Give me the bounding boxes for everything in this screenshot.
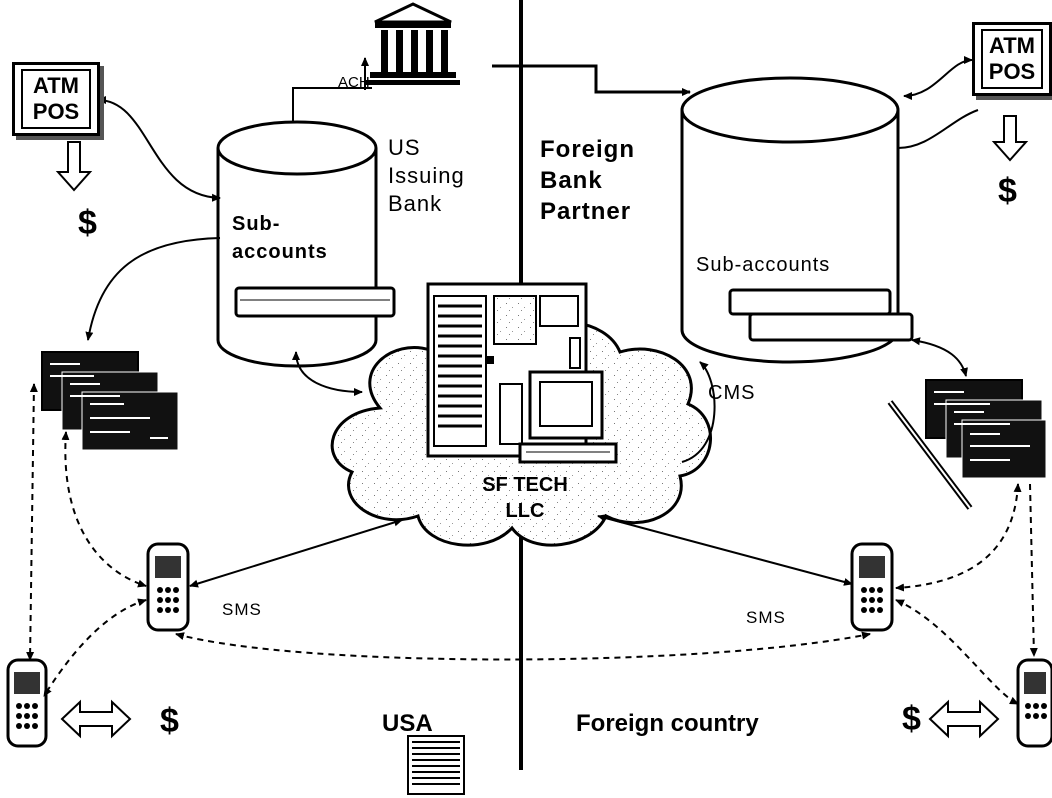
server-computer-icon [426, 282, 618, 464]
sub-accounts-left-label: Sub- accounts [232, 213, 328, 263]
atm-left-to-us-db-arrow [97, 96, 221, 202]
atm-left-label: ATM [32, 73, 80, 98]
pos-right-label: POS [988, 59, 1036, 84]
cloud-to-phone-left-arrow [189, 518, 403, 588]
foreign-db-to-atm-right-line [897, 109, 979, 149]
foreign-db-to-card-arrow [911, 337, 968, 377]
card-stack-right-icon [925, 379, 1047, 479]
phone-left-bottom-icon [6, 658, 48, 748]
ach-label: ACH [338, 74, 370, 91]
double-arrow-left-icon [60, 699, 132, 739]
atm-right-label: ATM [988, 33, 1036, 58]
sms-left-label: SMS [222, 600, 262, 619]
cms-label: CMS [708, 382, 756, 404]
dollar-right-top: $ [998, 172, 1017, 210]
atm-pos-right-box: ATM POS [972, 22, 1052, 96]
cloud-to-phone-right-arrow [597, 514, 853, 586]
card-to-phone-right-dashed [895, 483, 1022, 592]
card-stack-left-icon [41, 351, 179, 451]
sf-tech-llc-label: SF TECH LLC [482, 474, 568, 522]
ach-line-foreign [492, 64, 691, 96]
us-issuing-bank-label: US Issuing Bank [388, 135, 465, 216]
bank-building-icon [366, 2, 460, 85]
card-to-phone-right-bottom-dashed [1029, 483, 1038, 657]
usa-label: USA [382, 710, 433, 737]
phones-sms-link-dashed [175, 631, 871, 661]
dollar-right-bottom: $ [902, 700, 921, 738]
foreign-country-label: Foreign country [576, 710, 759, 737]
us-database-cylinder [216, 120, 396, 368]
sub-accounts-right-label: Sub-accounts [696, 254, 831, 276]
foreign-database-cylinder [680, 76, 914, 364]
atm-right-down-arrow-icon [991, 115, 1029, 162]
phone-left-icon [146, 542, 190, 632]
cms-arrow [681, 361, 716, 463]
phone-right-to-bottom-dashed [895, 599, 1019, 705]
dollar-left-top: $ [78, 204, 97, 242]
pos-left-label: POS [32, 99, 80, 124]
double-arrow-right-icon [928, 699, 1000, 739]
dollar-left-bottom: $ [160, 702, 179, 740]
ach-line-us [292, 87, 372, 135]
atm-left-down-arrow-icon [55, 141, 93, 192]
phone-right-icon [850, 542, 894, 632]
us-db-to-card-arrow [85, 237, 221, 341]
atm-right-to-foreign-db-arrow [903, 56, 973, 100]
us-db-to-cloud-arrow [292, 351, 363, 396]
foreign-bank-partner-label: Foreign Bank Partner [540, 136, 635, 225]
phone-right-bottom-icon [1016, 658, 1052, 748]
document-icon [407, 735, 465, 795]
atm-pos-left-box: ATM POS [12, 62, 100, 136]
phone-left-to-bottom-dashed [43, 598, 147, 697]
card-to-phone-left-dashed [61, 431, 147, 588]
card-to-phone-left-bottom-dashed [26, 383, 38, 661]
sms-right-label: SMS [746, 608, 786, 627]
